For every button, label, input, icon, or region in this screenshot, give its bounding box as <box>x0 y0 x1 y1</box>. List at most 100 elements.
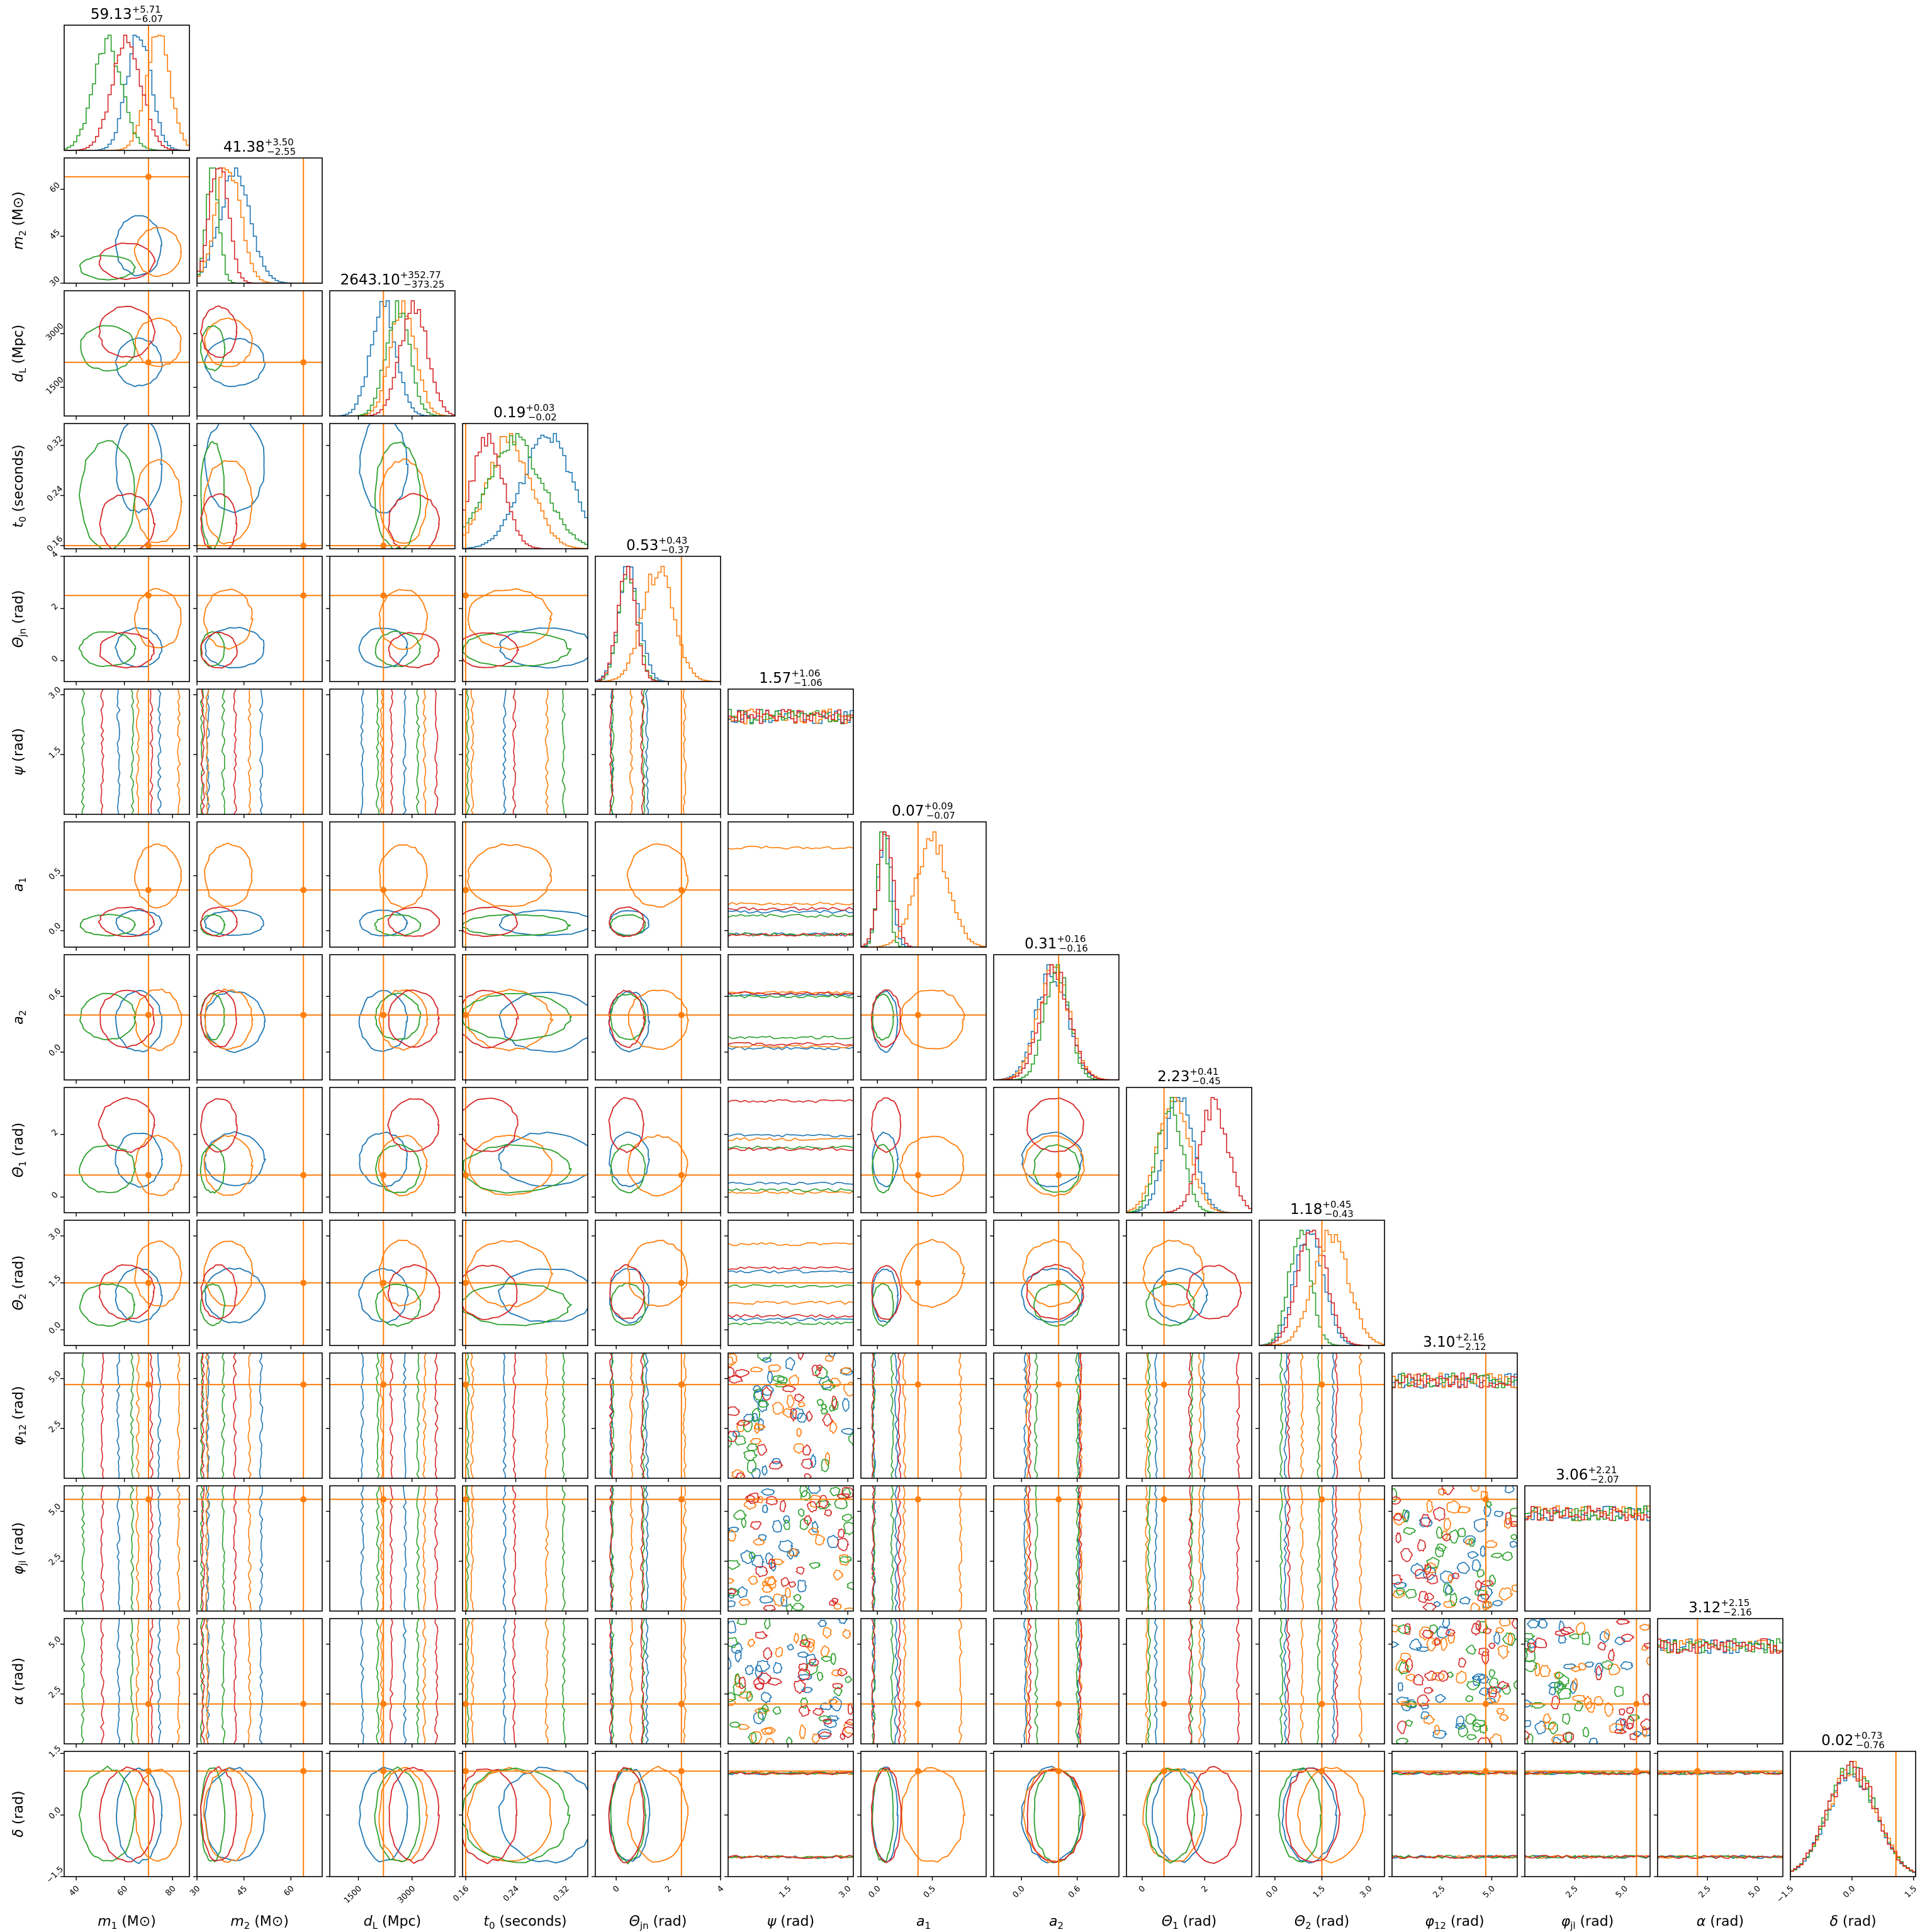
contour-band <box>100 1486 104 1611</box>
truth-marker <box>145 1700 152 1707</box>
contour-band <box>1334 1619 1339 1744</box>
y-tick-label: 5.0 <box>47 1502 63 1517</box>
contour-blob <box>763 1605 777 1611</box>
contour-blob <box>1417 1539 1427 1552</box>
contour-blob <box>771 1457 782 1465</box>
contour-blob <box>772 1706 782 1715</box>
panel-frame <box>595 1485 721 1612</box>
contour-blob <box>841 1726 853 1739</box>
title-theta2: 1.18+0.45−0.43 <box>1290 1199 1354 1220</box>
contour-band <box>402 1353 407 1478</box>
contour-blob <box>758 1707 767 1721</box>
panel-frame <box>860 1485 987 1612</box>
y-tick-label: 0 <box>50 1190 60 1200</box>
contour-blob <box>1425 1562 1439 1574</box>
truth-marker <box>380 1011 387 1018</box>
contour-blob <box>728 1656 732 1670</box>
x-axis-label-t0: t0 (seconds) <box>483 1914 566 1931</box>
x-tick-label: 5.0 <box>1481 1884 1497 1900</box>
panel-frame <box>727 1352 854 1479</box>
contour-band <box>958 1353 963 1478</box>
contour-blob <box>817 1619 828 1627</box>
contour-blob <box>755 1631 769 1639</box>
contour-blob <box>1464 1538 1473 1546</box>
contour-theta2-m1-series-0 <box>115 1267 163 1323</box>
contour-blob <box>1400 1547 1413 1563</box>
truth-marker <box>463 1172 469 1179</box>
contour-a2-a1-series-3 <box>870 989 902 1048</box>
contour-band <box>1147 1486 1151 1611</box>
contour-delta-dL-series-1 <box>378 1766 429 1862</box>
panel-a2-a1 <box>857 954 987 1084</box>
panel-frame <box>462 688 588 815</box>
contour-t0-dL-series-2 <box>374 441 422 549</box>
contour-blob <box>1495 1627 1505 1634</box>
contour-blob <box>833 1686 843 1697</box>
contour-blob <box>1497 1644 1510 1660</box>
contour-blob <box>1485 1540 1498 1549</box>
y-axis-label-a1: a1 <box>11 877 28 892</box>
contour-delta-t0-series-1 <box>466 1766 553 1862</box>
contour-a1-m2-series-0 <box>204 909 264 936</box>
truth-marker <box>463 1700 469 1707</box>
truth-marker <box>300 1768 307 1775</box>
contour-band <box>402 1619 407 1744</box>
contour-blob <box>753 1388 765 1401</box>
panel-alpha-phijl <box>1521 1618 1651 1748</box>
contour-blob <box>1403 1527 1417 1535</box>
contour-theta2-t0-series-1 <box>466 1240 554 1308</box>
contour-blob <box>780 1577 790 1588</box>
panel-a1-t0 <box>459 821 588 951</box>
contour-blob <box>1626 1707 1634 1714</box>
contour-band <box>872 1619 876 1744</box>
panel-frame <box>329 1618 456 1744</box>
contour-band <box>902 1619 907 1744</box>
contour-blob <box>760 1691 772 1704</box>
contour-blob <box>1436 1626 1451 1639</box>
contour-blob <box>1430 1672 1445 1682</box>
contour-blob <box>1563 1663 1577 1670</box>
title-a2: 0.31+0.16−0.16 <box>1025 933 1088 954</box>
contour-blob <box>793 1393 805 1403</box>
contour-blob <box>815 1534 826 1546</box>
truth-marker <box>1160 1496 1167 1503</box>
contour-band <box>135 1353 140 1478</box>
truth-marker <box>145 1172 152 1179</box>
histogram-alpha-series-2 <box>1658 1638 1783 1744</box>
truth-marker <box>1055 1381 1062 1388</box>
contour-blob <box>772 1593 785 1607</box>
contour-blob <box>798 1663 809 1672</box>
contour-blob <box>1570 1680 1577 1694</box>
contour-blob <box>817 1729 833 1737</box>
contour-blob <box>746 1459 757 1474</box>
x-tick-label: 2 <box>663 1884 673 1894</box>
contour-blob <box>1488 1669 1496 1678</box>
panel-frame <box>860 1087 987 1213</box>
panel-phi12-t0 <box>459 1352 588 1482</box>
panel-alpha-m1: 2.55.0 <box>47 1618 190 1748</box>
panel-frame <box>196 157 323 284</box>
x-tick-label: 3000 <box>396 1884 417 1906</box>
contour-a2-t0-series-2 <box>463 992 573 1042</box>
contour-blob <box>1481 1651 1490 1665</box>
contour-blob <box>1556 1682 1566 1690</box>
contour-blob <box>1421 1629 1434 1639</box>
truth-marker <box>145 1768 152 1775</box>
truth-marker <box>914 1011 921 1018</box>
contour-band <box>644 1486 649 1611</box>
contour-dL-m1-series-1 <box>134 317 182 368</box>
contour-blob <box>768 1461 784 1469</box>
truth-marker <box>380 1279 387 1286</box>
panel-phi12-thetajn <box>592 1352 721 1482</box>
contour-blob <box>1551 1734 1566 1744</box>
panel-frame <box>64 1087 190 1213</box>
contour-blob <box>1395 1532 1402 1544</box>
contour-band <box>728 914 853 918</box>
contour-blob <box>1392 1574 1404 1585</box>
contour-blob <box>833 1569 844 1581</box>
contour-theta1-a2-series-0 <box>1021 1132 1084 1188</box>
